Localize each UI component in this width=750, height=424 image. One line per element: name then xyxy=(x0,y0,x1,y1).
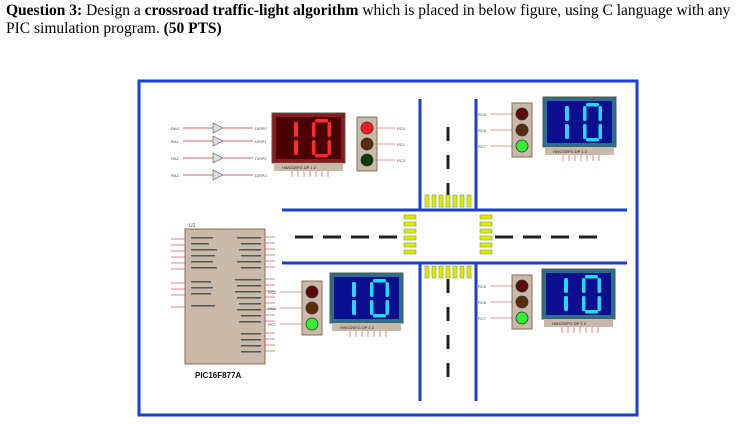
pin-label: RC6 xyxy=(268,306,277,311)
display-caption: HWCDEFG DP 1 2 xyxy=(282,165,317,170)
traffic-light: RC5 RC6 RC7 xyxy=(478,274,533,330)
buffer-input-label: RA1 xyxy=(171,139,180,144)
chip-ref: U1 xyxy=(189,223,196,229)
traffic-light: RC5 RC6 RC7 xyxy=(268,280,323,336)
pin-label: RC7 xyxy=(268,322,277,327)
buffer-output-label: DISP3 xyxy=(255,173,267,178)
red-light xyxy=(360,121,374,135)
red-light xyxy=(305,285,319,299)
seven-segment-display: HWCDEFG DP 1 2 xyxy=(542,96,617,161)
seven-segment-display: HWCDEFG DP 1 2 xyxy=(541,268,616,333)
question-bold-term: crossroad traffic-light algorithm xyxy=(144,2,359,19)
green-light xyxy=(305,317,319,331)
traffic-light: RC0 RC1 RC2 xyxy=(356,116,406,172)
pin-label: RC7 xyxy=(478,144,487,149)
amber-light xyxy=(360,137,374,151)
pin-label: RC6 xyxy=(478,128,487,133)
question-text: Question 3: Design a crossroad traffic-l… xyxy=(6,2,746,38)
question-number: Question 3: xyxy=(6,2,83,19)
buffer-array: RA0 DISP0 RA1 DISP1 RA2 DISP2 RA3 DISP3 xyxy=(171,122,267,181)
seven-segment-display: HWCDEFG DP 1 2 xyxy=(329,272,404,337)
crosswalks xyxy=(403,194,493,279)
pin-label: RC0 xyxy=(397,126,406,131)
pin-label: RC5 xyxy=(478,284,487,289)
display-caption: HWCDEFG DP 1 2 xyxy=(340,325,375,330)
traffic-schematic: RA0 DISP0 RA1 DISP1 RA2 DISP2 RA3 DISP3 xyxy=(137,79,639,417)
buffer-input-label: RA3 xyxy=(171,173,180,178)
pin-label: RC2 xyxy=(397,158,406,163)
amber-light xyxy=(515,295,529,309)
road-lines xyxy=(282,99,627,401)
traffic-light: RC5 RC6 RC7 xyxy=(478,102,533,158)
pin-label: RC1 xyxy=(397,142,406,147)
pic-chip: U1 xyxy=(171,223,275,380)
buffer-input-label: RA2 xyxy=(171,156,180,161)
display-caption: HWCDEFG DP 1 2 xyxy=(552,321,587,326)
red-light xyxy=(515,107,529,121)
pin-label: RC7 xyxy=(478,316,487,321)
question-body: which is placed in below figure, using C… xyxy=(6,2,731,37)
buffer-output-label: DISP0 xyxy=(255,126,267,131)
amber-light xyxy=(515,123,529,137)
chip-name: PIC16F877A xyxy=(195,371,241,380)
amber-light xyxy=(305,301,319,315)
question-points: (50 PTS) xyxy=(163,20,222,37)
pin-label: RC5 xyxy=(268,290,277,295)
green-light xyxy=(515,139,529,153)
buffer-input-label: RA0 xyxy=(171,126,180,131)
pin-label: RC5 xyxy=(478,112,487,117)
green-light xyxy=(515,311,529,325)
display-caption: HWCDEFG DP 1 2 xyxy=(553,149,588,154)
buffer-output-label: DISP1 xyxy=(255,139,267,144)
question-intro: Design a xyxy=(82,2,145,19)
pin-label: RC6 xyxy=(478,300,487,305)
buffer-output-label: DISP2 xyxy=(255,156,267,161)
green-light xyxy=(360,153,374,167)
red-light xyxy=(515,279,529,293)
seven-segment-display: HWCDEFG DP 1 2 xyxy=(271,112,346,177)
